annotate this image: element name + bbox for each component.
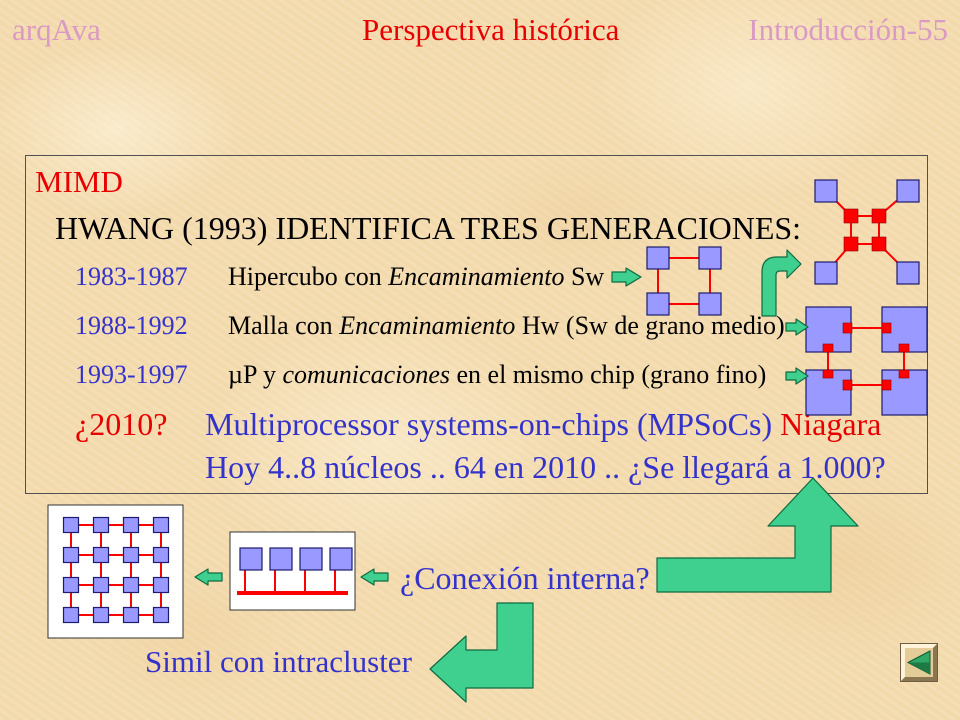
previous-slide-button[interactable]	[900, 643, 938, 682]
bus-panel	[229, 531, 356, 611]
mesh-4x4-node	[152, 546, 170, 564]
mesh-4x4-node	[122, 576, 140, 594]
slide-title: Perspectiva histórica	[362, 12, 620, 47]
generation-1-years: 1983-1987	[75, 262, 188, 291]
generation-2-years: 1988-1992	[75, 311, 188, 340]
slide-number: Introducción-55	[748, 12, 948, 47]
intracluster-comparison: Simil con intracluster	[145, 644, 412, 679]
generation-2-text-pre: Malla con	[228, 311, 340, 340]
mesh-4x4-node	[122, 606, 140, 624]
mesh-4x4-node	[92, 546, 110, 564]
mesh-4x4-node	[152, 606, 170, 624]
generation-2-text-post: Hw (Sw de grano medio)	[515, 311, 785, 340]
internal-connection-question: ¿Conexión interna?	[400, 560, 650, 596]
future-text: Multiprocessor systems-on-chips (MPSoCs)…	[205, 406, 881, 442]
mesh-4x4-node	[62, 606, 80, 624]
generation-3-text-em: comunicaciones	[282, 360, 450, 389]
mesh-4x4-node	[152, 516, 170, 534]
bent-up-arrow-icon	[656, 477, 859, 593]
mesh-4x4-node	[92, 576, 110, 594]
mimd-panel: MIMD HWANG (1993) IDENTIFICA TRES GENERA…	[25, 155, 928, 494]
bus-node	[269, 547, 293, 571]
generation-3-text-post: en el mismo chip (grano fino)	[450, 360, 767, 389]
generation-2-text-em: Encaminamiento	[339, 311, 516, 340]
mesh-4x4-nodes	[62, 516, 170, 624]
mesh-4x4-node	[122, 546, 140, 564]
bus-diagram	[229, 531, 356, 611]
mesh-4x4-node	[152, 576, 170, 594]
bus-node	[299, 547, 323, 571]
generation-1-text-em: Encaminamiento	[388, 262, 565, 291]
mesh-4x4-node	[62, 516, 80, 534]
generation-1-text-post: Sw	[564, 262, 605, 291]
generation-2-text: Malla con Encaminamiento Hw (Sw de grano…	[228, 311, 785, 341]
arrow-left-icon	[360, 568, 389, 586]
mesh-4x4-node	[92, 516, 110, 534]
generation-3-text-pre: µP y	[228, 360, 283, 389]
triangle-left-icon	[900, 643, 938, 682]
course-name: arqAva	[12, 12, 101, 47]
core-count-outlook: Hoy 4..8 núcleos .. 64 en 2010 .. ¿Se ll…	[205, 449, 886, 485]
future-year: ¿2010?	[75, 406, 168, 442]
generation-3-years: 1993-1997	[75, 360, 188, 389]
mesh-4x4-node	[92, 606, 110, 624]
generations-heading: HWANG (1993) IDENTIFICA TRES GENERACIONE…	[55, 210, 802, 246]
mesh-4x4-node	[62, 546, 80, 564]
mesh-4x4-panel	[47, 504, 184, 639]
mesh-4x4-node	[122, 516, 140, 534]
bus-node	[329, 547, 353, 571]
bent-left-arrow-icon	[429, 602, 534, 703]
niagara-label: Niagara	[780, 406, 882, 442]
generation-1-text: Hipercubo con Encaminamiento Sw	[228, 262, 604, 292]
mesh-4x4-node	[62, 576, 80, 594]
mpsoc-text: Multiprocessor systems-on-chips (MPSoCs)	[205, 406, 773, 442]
mimd-label: MIMD	[35, 164, 123, 199]
generation-1-text-pre: Hipercubo con	[228, 262, 389, 291]
generation-3-text: µP y comunicaciones en el mismo chip (gr…	[228, 360, 766, 390]
bus-node	[239, 547, 263, 571]
arrow-left-icon	[194, 568, 223, 586]
mesh-4x4-diagram	[47, 504, 184, 639]
